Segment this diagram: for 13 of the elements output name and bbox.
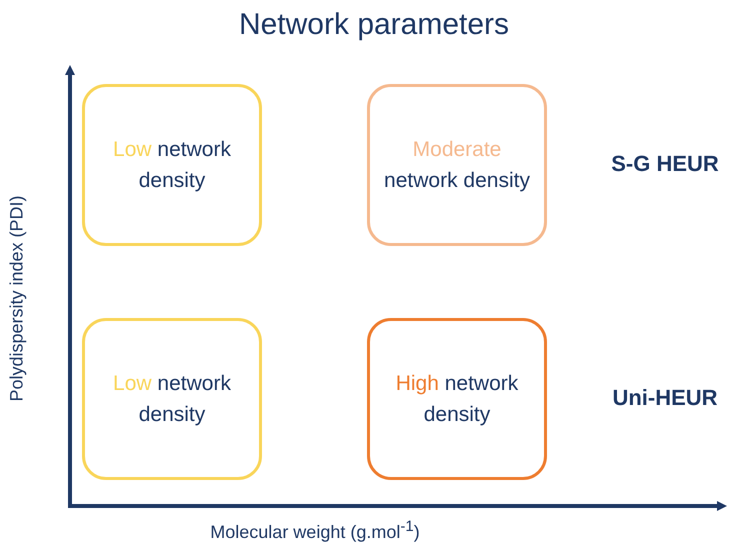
row-label: S-G HEUR — [610, 151, 720, 177]
row-label: Uni-HEUR — [611, 385, 719, 411]
rounded-box — [367, 84, 547, 246]
chart-title: Network parameters — [238, 8, 510, 42]
axis-title: Polydispersity index (PDI) — [6, 194, 28, 404]
axis-title: Molecular weight (g.mol$^{-1}$) — [209, 517, 421, 543]
box-text: Low network density — [112, 370, 232, 428]
box-text: Moderate network density — [383, 136, 531, 194]
rounded-box — [367, 318, 547, 480]
rounded-box — [82, 318, 262, 480]
box-text: High network density — [394, 370, 520, 428]
box-text: Low network density — [112, 136, 232, 194]
rounded-box — [82, 84, 262, 246]
